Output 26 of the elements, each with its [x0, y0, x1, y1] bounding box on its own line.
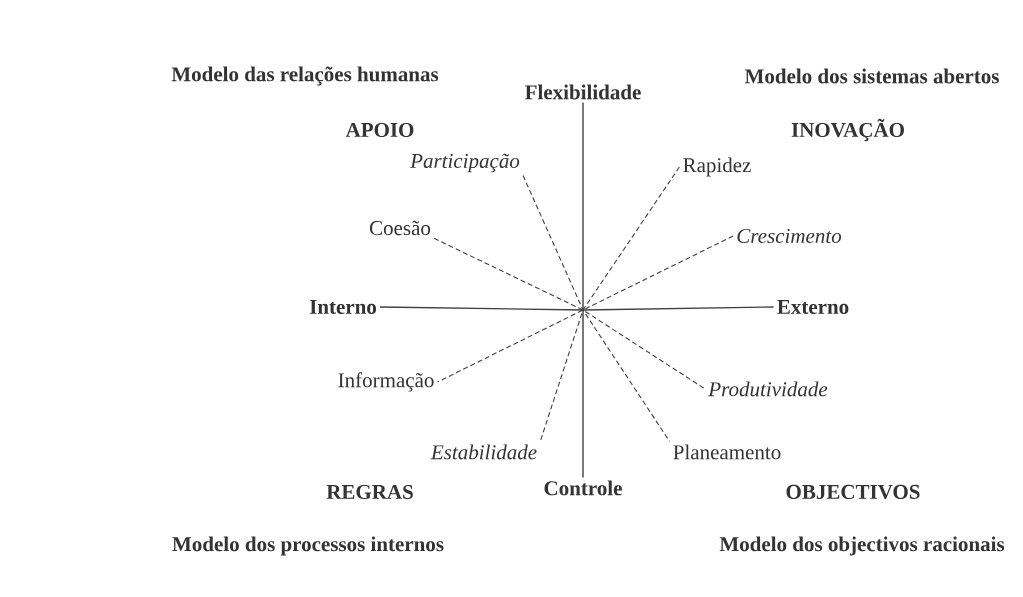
value-label: Coesão	[369, 220, 431, 236]
axis-label: Flexibilidade	[525, 84, 641, 100]
model-heading: Modelo das relações humanas	[171, 66, 439, 86]
value-label: Informação	[338, 372, 434, 392]
dashed-line	[433, 237, 706, 390]
dashed-line	[437, 235, 734, 383]
axis-label: Interno	[309, 300, 377, 314]
value-label: Planeamento	[673, 444, 781, 460]
dashed-line	[522, 174, 671, 442]
value-label: Produtividade	[708, 381, 828, 397]
model-heading: Modelo dos objectivos racionais	[719, 536, 1005, 556]
value-label: Estabilidade	[430, 444, 537, 460]
value-label: Rapidez	[683, 157, 751, 177]
model-heading: Modelo dos processos internos	[172, 536, 444, 556]
axis-line	[582, 101, 584, 479]
value-label: Crescimento	[737, 228, 842, 244]
quadrant-label: INOVAÇÃO	[791, 118, 904, 142]
value-label: Participação	[410, 153, 520, 173]
axis-label: Controle	[544, 480, 622, 496]
quadrant-label: OBJECTIVOS	[786, 484, 920, 500]
axis-line	[379, 306, 775, 311]
model-heading: Modelo dos sistemas abertos	[744, 68, 999, 84]
quadrant-label: APOIO	[345, 122, 414, 138]
dashed-line	[539, 166, 680, 442]
quadrant-label: REGRAS	[326, 484, 413, 500]
axis-label: Externo	[777, 300, 849, 314]
